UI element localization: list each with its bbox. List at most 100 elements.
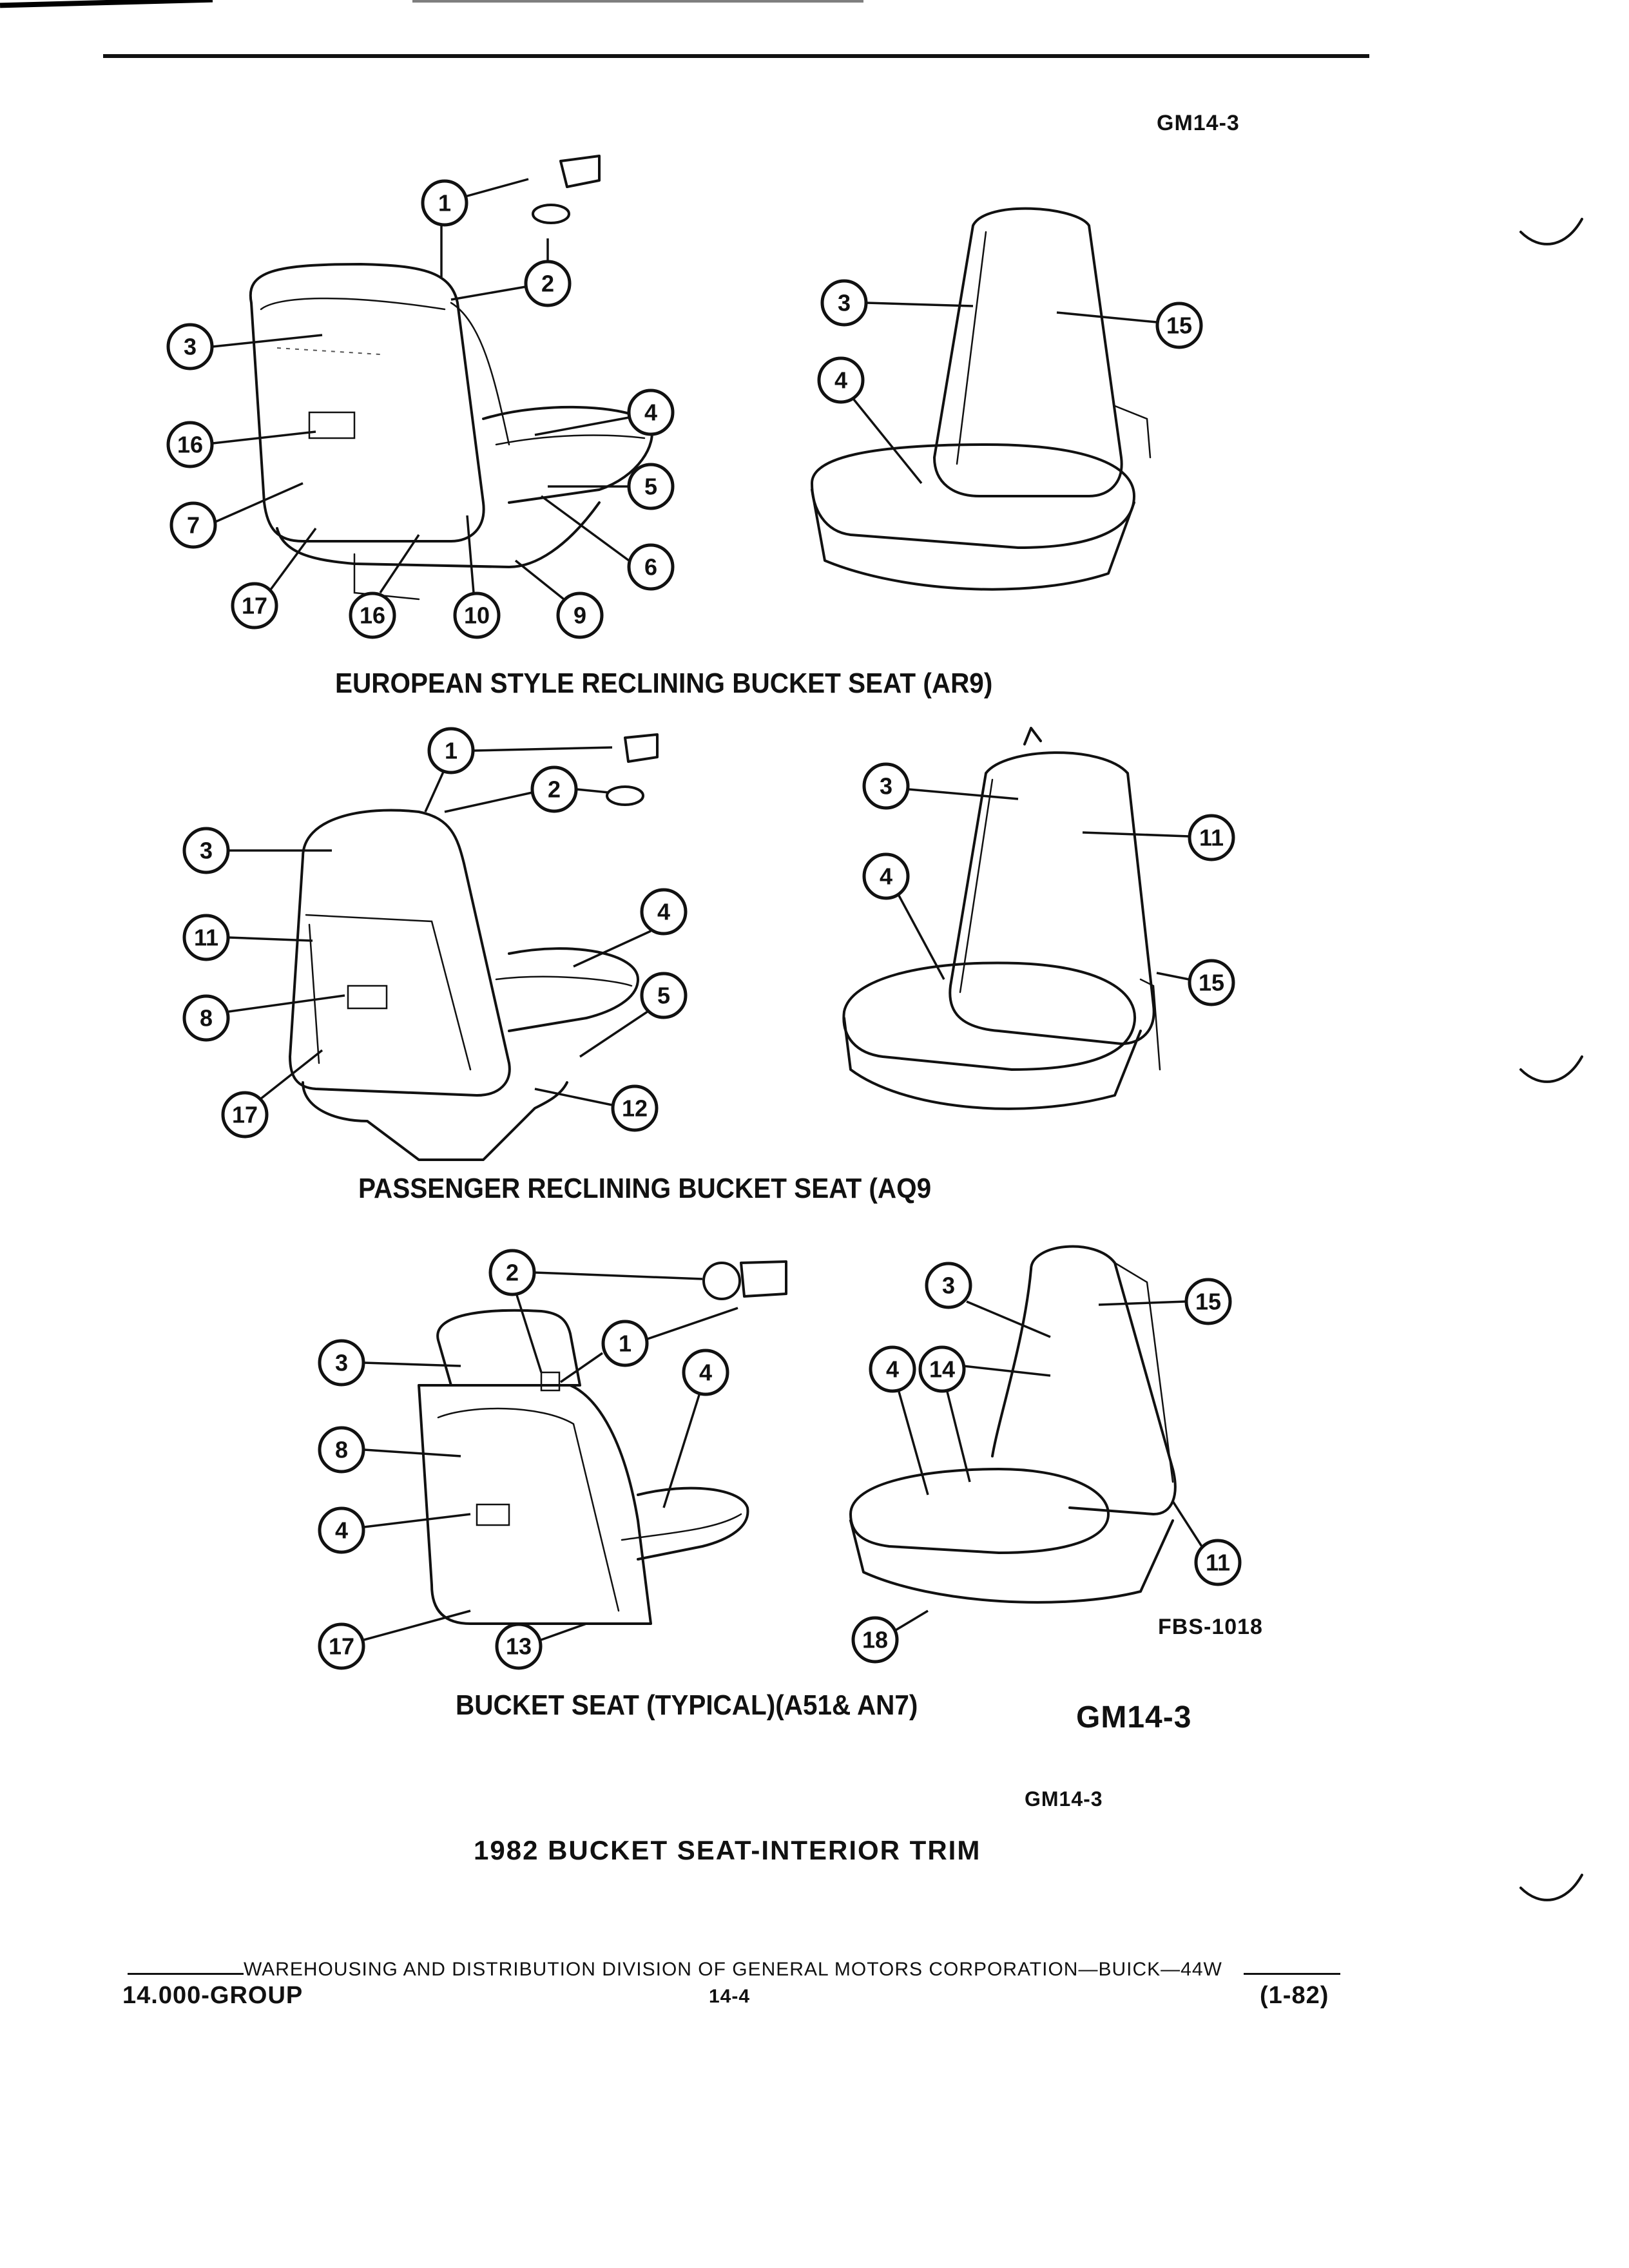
- callout-17: 17: [221, 1091, 269, 1139]
- figure-2-right-drawing: 3 11 4 15: [842, 727, 1235, 1110]
- callout-3: 3: [820, 279, 868, 327]
- callout-17: 17: [231, 582, 278, 629]
- svg-text:10: 10: [464, 602, 490, 629]
- figure-ref-large: GM14-3: [1076, 1700, 1192, 1735]
- callout-6: 6: [627, 543, 675, 591]
- callout-2: 2: [488, 1249, 536, 1296]
- callout-11: 11: [182, 914, 230, 961]
- svg-text:16: 16: [360, 602, 385, 629]
- callout-2: 2: [524, 260, 572, 307]
- callout-4: 4: [627, 389, 675, 436]
- callout-7: 7: [169, 501, 217, 549]
- svg-text:3: 3: [184, 334, 197, 360]
- callout-3: 3: [182, 827, 230, 874]
- seat-cushion-outline: [482, 405, 653, 504]
- callout-8: 8: [182, 994, 230, 1042]
- svg-text:1: 1: [438, 190, 451, 216]
- callout-3: 3: [925, 1262, 972, 1309]
- page-ref-small: GM14-3: [1025, 1787, 1103, 1811]
- svg-text:3: 3: [880, 773, 892, 800]
- callout-18: 18: [851, 1616, 899, 1664]
- svg-text:4: 4: [699, 1360, 712, 1386]
- figure-2-left-drawing: 1 2 3 11 4 8 5 17 12: [182, 727, 688, 1161]
- callout-3: 3: [862, 762, 910, 810]
- figure-3-caption: BUCKET SEAT (TYPICAL)(A51& AN7): [456, 1689, 918, 1721]
- svg-text:11: 11: [194, 925, 218, 951]
- figure-2-caption: PASSENGER RECLINING BUCKET SEAT (AQ9: [358, 1173, 932, 1204]
- footer-rule-left: [128, 1973, 244, 1975]
- svg-text:2: 2: [506, 1260, 519, 1286]
- scan-mark-top-center: [412, 0, 863, 3]
- callout-15: 15: [1184, 1278, 1232, 1325]
- svg-text:15: 15: [1166, 312, 1192, 339]
- headrest-guide-icon: [559, 155, 601, 188]
- seat-back-front-outline: [933, 207, 1123, 497]
- svg-text:3: 3: [335, 1350, 348, 1376]
- svg-text:4: 4: [834, 367, 847, 394]
- svg-text:15: 15: [1195, 1289, 1221, 1315]
- svg-text:3: 3: [200, 838, 213, 864]
- footer-group: 14.000-GROUP: [122, 1982, 304, 2009]
- callout-10: 10: [453, 591, 501, 639]
- svg-text:17: 17: [242, 593, 267, 619]
- figure-3-left-drawing: 2 1 3 4 8 4 17 13: [318, 1249, 787, 1670]
- callout-11: 15: [1188, 959, 1235, 1006]
- header-rule: [103, 54, 1369, 58]
- callout-4: 4: [682, 1349, 729, 1396]
- svg-text:7: 7: [187, 512, 200, 539]
- footer-page-number: 14-4: [709, 1986, 751, 2007]
- callout-4: 4: [869, 1345, 916, 1393]
- svg-text:11: 11: [1199, 825, 1224, 851]
- callout-1: 1: [601, 1320, 649, 1367]
- footer-division-line: WAREHOUSING AND DISTRIBUTION DIVISION OF…: [244, 1959, 1222, 1980]
- figure-1-right-drawing: 3 15 4: [811, 207, 1203, 591]
- svg-text:3: 3: [942, 1273, 955, 1299]
- svg-text:16: 16: [177, 432, 203, 458]
- callout-11: 11: [1194, 1539, 1242, 1586]
- callout-15: 15: [1155, 302, 1203, 349]
- svg-text:14: 14: [929, 1356, 955, 1383]
- callout-1: 1: [421, 179, 468, 227]
- callout-11: 8: [318, 1426, 365, 1474]
- seat-back-outline: [249, 263, 485, 543]
- callout-12: 12: [611, 1084, 659, 1132]
- callout-3: 3: [166, 323, 214, 370]
- binder-hook-3: [1519, 1874, 1583, 1901]
- callout-15: 11: [1188, 814, 1235, 861]
- svg-text:4: 4: [657, 899, 670, 925]
- svg-text:18: 18: [862, 1627, 888, 1653]
- svg-text:1: 1: [445, 738, 458, 764]
- callout-1: 1: [427, 727, 475, 774]
- svg-text:8: 8: [335, 1437, 348, 1463]
- svg-text:4: 4: [886, 1356, 899, 1383]
- callout-2: 2: [530, 765, 578, 813]
- binder-hook-2: [1519, 1055, 1583, 1083]
- callout-17: 17: [318, 1622, 365, 1670]
- svg-text:12: 12: [622, 1095, 648, 1122]
- callout-5: 5: [640, 972, 688, 1019]
- figure-1-caption: EUROPEAN STYLE RECLINING BUCKET SEAT (AR…: [335, 668, 993, 699]
- callout-4: 4: [640, 888, 688, 936]
- svg-text:8: 8: [200, 1005, 213, 1032]
- svg-text:4: 4: [880, 863, 892, 890]
- scan-mark-top-left: [0, 0, 213, 8]
- svg-text:6: 6: [644, 554, 657, 581]
- svg-text:3: 3: [838, 290, 851, 316]
- svg-text:13: 13: [506, 1633, 532, 1660]
- svg-text:4: 4: [644, 399, 657, 426]
- svg-text:15: 15: [1199, 970, 1224, 996]
- callout-8: 16: [166, 421, 214, 468]
- figure-1-left-drawing: 1 2 3 4 16 5 7 6 17 16 10 9: [166, 155, 675, 639]
- svg-text:9: 9: [574, 602, 586, 629]
- callout-5: 5: [627, 463, 675, 510]
- callout-3: 3: [318, 1339, 365, 1387]
- binder-hook-1: [1519, 218, 1583, 245]
- svg-text:2: 2: [548, 776, 561, 803]
- callout-4: 4: [817, 356, 865, 404]
- callout-4: 4: [862, 852, 910, 900]
- svg-text:11: 11: [1206, 1550, 1230, 1576]
- svg-text:17: 17: [329, 1633, 354, 1660]
- callout-14: 14: [918, 1345, 966, 1393]
- svg-text:1: 1: [619, 1331, 631, 1357]
- callout-9: 9: [556, 591, 604, 639]
